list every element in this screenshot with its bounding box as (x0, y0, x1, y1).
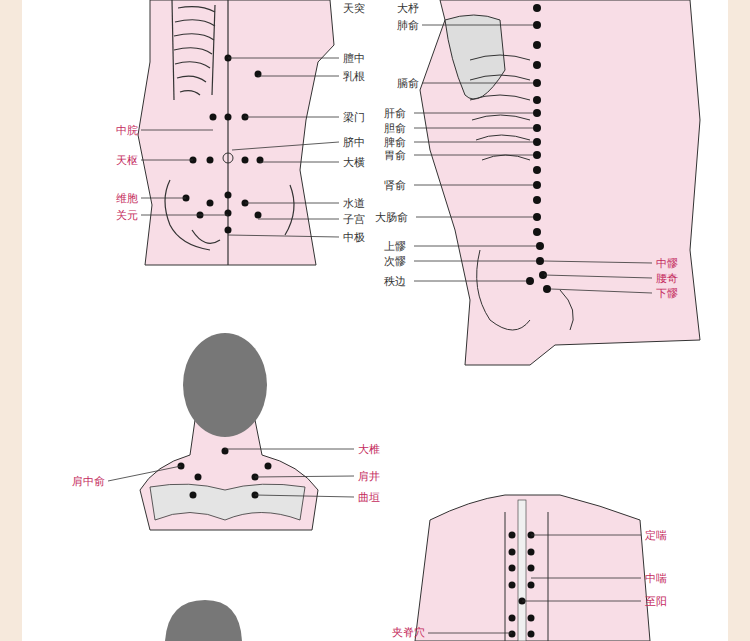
acupoint-label: 天枢 (116, 154, 138, 167)
acupoint-label: 次髎 (384, 255, 406, 268)
acupoint-label: 水道 (343, 197, 365, 210)
acupoint-label: 关元 (116, 209, 138, 222)
acupoint-label: 肺俞 (397, 19, 419, 32)
acupoint-label: 乳根 (343, 70, 365, 83)
acupoint-label: 大横 (343, 156, 365, 169)
acupoint-label: 大椎 (358, 443, 380, 456)
acupoint-label: 定喘 (645, 529, 667, 542)
acupoint-label: 梁门 (343, 111, 365, 124)
acupoint-label: 脾俞 (384, 136, 406, 149)
acupoint-label: 膻中 (343, 52, 365, 65)
acupoint-label: 至阳 (645, 595, 667, 608)
acupoint-label: 胃俞 (384, 149, 406, 162)
acupoint-label: 上髎 (384, 240, 406, 253)
acupoint-label: 秩边 (384, 275, 406, 288)
acupoint-label: 夹脊穴 (392, 626, 425, 639)
acupoint-label: 维胞 (116, 192, 138, 205)
acupoint-label: 胆俞 (384, 122, 406, 135)
acupoint-label: 脐中 (343, 136, 365, 149)
acupoint-label: 大杼 (397, 2, 419, 15)
acupoint-label: 腰奇 (656, 272, 678, 285)
acupoint-label: 肝俞 (384, 107, 406, 120)
acupoint-label: 中极 (343, 231, 365, 244)
acupoint-label: 中喘 (645, 572, 667, 585)
acupoint-label: 曲垣 (358, 491, 380, 504)
acupoint-label: 肾俞 (384, 179, 406, 192)
acupoint-label: 肩中俞 (72, 475, 105, 488)
acupoint-label: 子宫 (343, 213, 365, 226)
acupoint-label: 下髎 (656, 287, 678, 300)
acupoint-label: 中髎 (656, 257, 678, 270)
acupoint-label: 中脘 (116, 124, 138, 137)
acupoint-label: 大肠俞 (375, 211, 408, 224)
acupoint-label: 膈俞 (397, 77, 419, 90)
acupoint-label: 天突 (343, 2, 365, 15)
acupoint-label: 肩井 (358, 470, 380, 483)
